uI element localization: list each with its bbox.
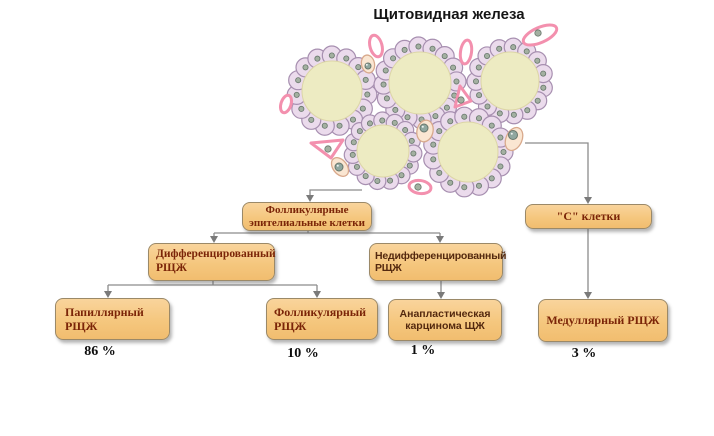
node-papillary: Папиллярный РЩЖ xyxy=(55,298,170,340)
node-anaplastic: Анапластическая карцинома ЩЖ xyxy=(388,299,502,341)
arrowheads xyxy=(104,195,592,299)
percentage-papillary: 86 % xyxy=(84,344,116,359)
percentage-follicular: 10 % xyxy=(287,346,319,361)
node-c-cells: "С" клетки xyxy=(525,204,652,229)
c-cell xyxy=(360,54,376,74)
connector-ccell-to-cbox xyxy=(525,142,589,198)
arrow-down-icon xyxy=(436,236,444,243)
blood-vessel xyxy=(278,93,294,115)
node-differentiated: Дифференцированный РЩЖ xyxy=(148,243,276,281)
arrow-down-icon xyxy=(104,291,112,298)
blood-vessel xyxy=(453,84,473,109)
arrow-down-icon xyxy=(584,197,592,204)
percentage-medullary: 3 % xyxy=(571,346,597,361)
c-cell xyxy=(330,157,350,177)
follicle xyxy=(373,36,467,130)
blood-vessel xyxy=(407,178,433,196)
blood-vessel xyxy=(521,23,559,47)
arrow-down-icon xyxy=(313,291,321,298)
c-cell xyxy=(504,126,524,152)
follicle xyxy=(466,37,553,125)
arrow-down-icon xyxy=(306,195,314,202)
arrow-down-icon xyxy=(437,292,445,299)
blood-vessel xyxy=(458,38,474,66)
page-title: Щитовидная железа xyxy=(373,6,525,23)
node-follicular: Фолликулярный РЩЖ xyxy=(266,298,378,340)
blood-vessel xyxy=(368,33,384,59)
node-medullary: Медуллярный РЩЖ xyxy=(538,299,668,342)
connector-follicles-to-root xyxy=(309,189,362,196)
thyroid-follicle-illustration xyxy=(278,23,559,198)
arrow-down-icon xyxy=(584,292,592,299)
arrow-down-icon xyxy=(210,236,218,243)
follicle xyxy=(286,45,378,136)
node-undifferentiated: Недифференцированный РЩЖ xyxy=(369,243,506,281)
c-cell xyxy=(416,119,434,143)
node-follicular-epithelial-cells: Фолликулярные эпителиальные клетки xyxy=(242,202,372,231)
percentage-anaplastic: 1 % xyxy=(410,343,436,358)
follicle xyxy=(343,111,423,191)
connector-lines xyxy=(107,142,589,293)
blood-vessel xyxy=(309,138,345,160)
